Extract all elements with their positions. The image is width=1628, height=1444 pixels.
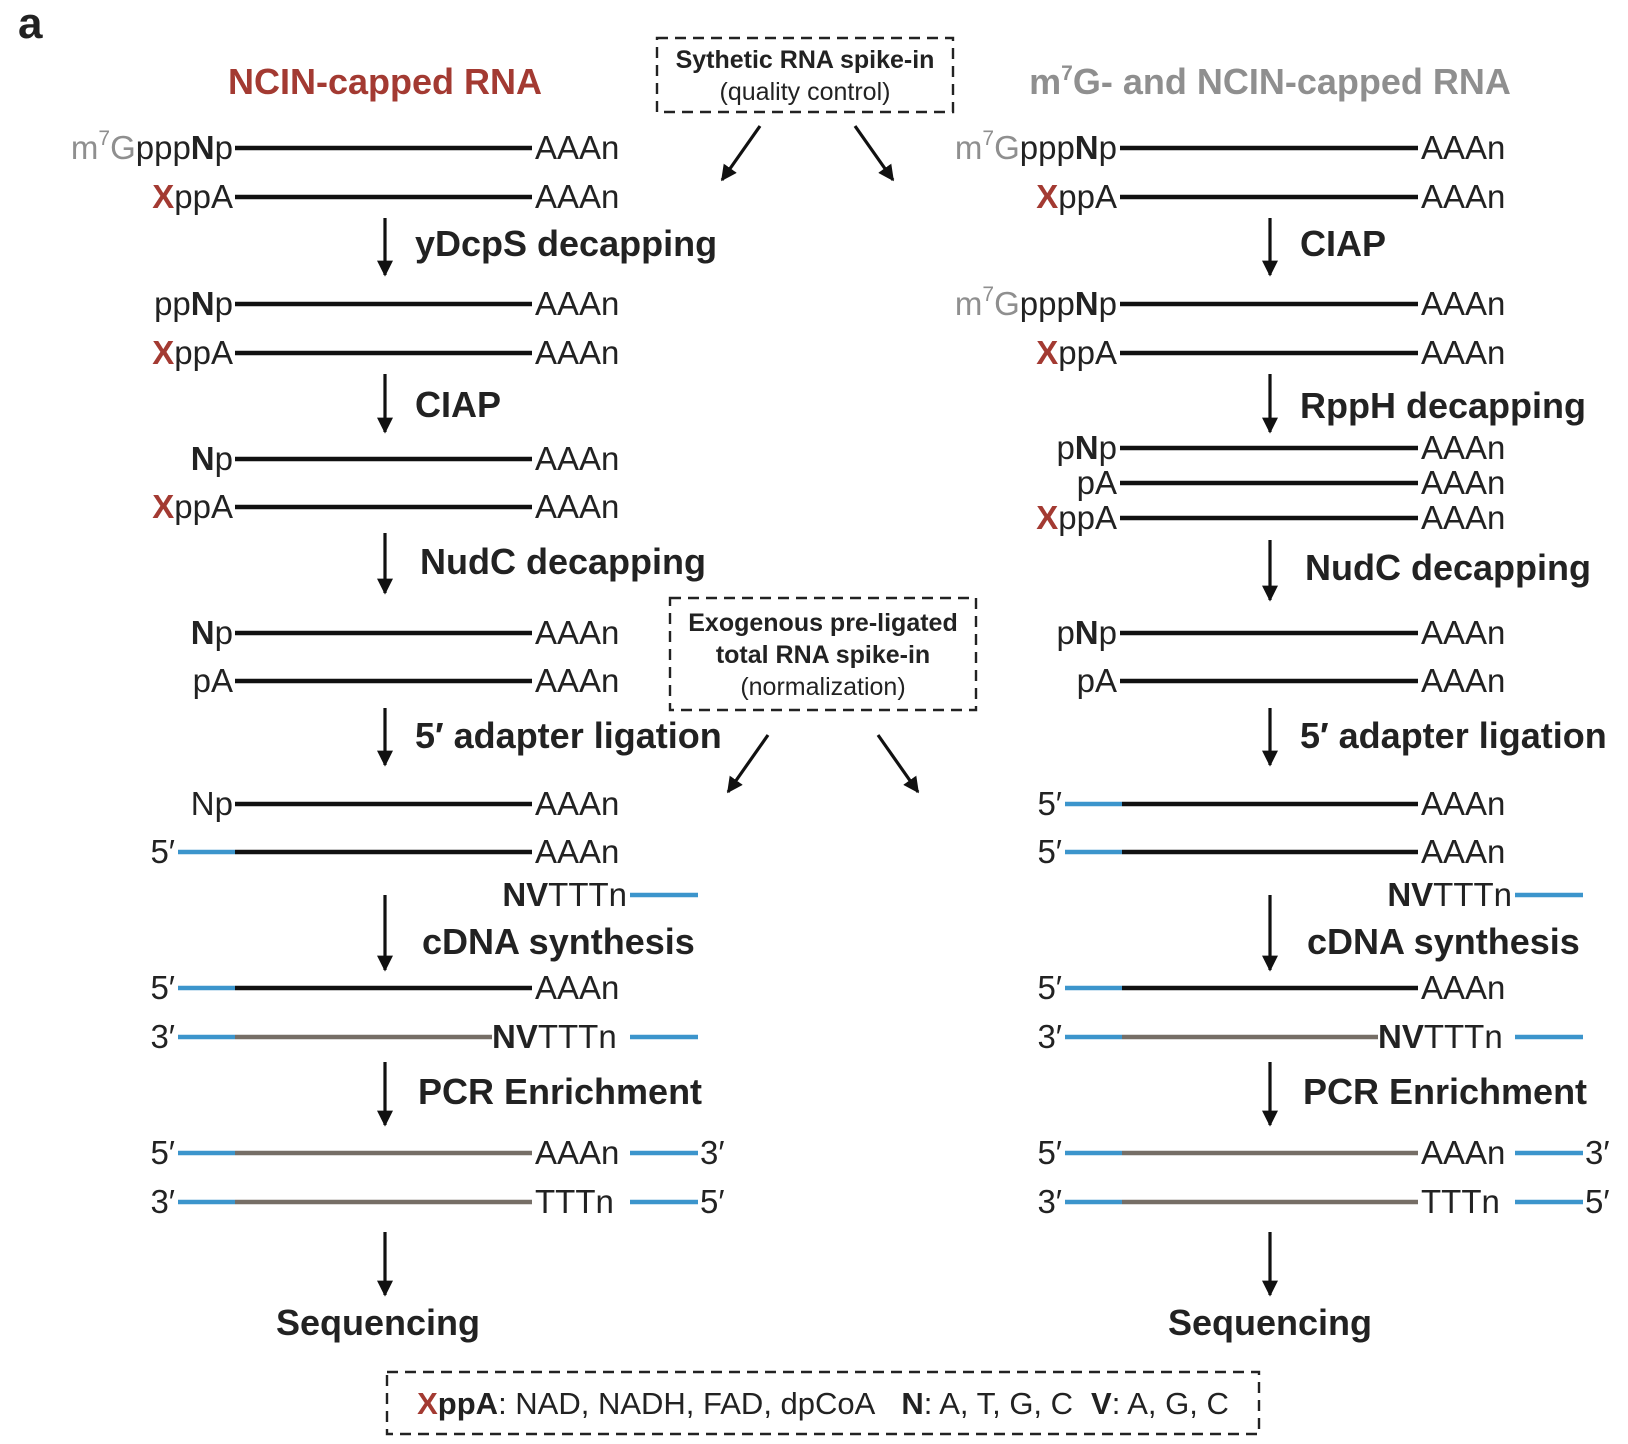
left-step-2: CIAP	[415, 384, 501, 425]
right-step-5: cDNA synthesis	[1307, 921, 1580, 962]
right-s7-three-prime-end: 3′	[1585, 1134, 1610, 1171]
left-step-5: cDNA synthesis	[422, 921, 695, 962]
right-s7-polya: AAAn	[1421, 1134, 1505, 1171]
left-s4-cap-pa: pA	[193, 662, 233, 699]
right-s2-polya-2: AAAn	[1421, 334, 1505, 371]
right-s7-three-prime: 3′	[1037, 1183, 1062, 1220]
exogenous-arrow-left	[726, 734, 770, 794]
right-s3-cap-pnp: pNp	[1056, 429, 1117, 466]
right-step-3: NudC decapping	[1305, 547, 1591, 588]
right-s5-five-prime-2: 5′	[1037, 833, 1062, 870]
right-s3-cap-xppa: XppA	[1036, 499, 1117, 536]
exogenous-spike-in-line1: Exogenous pre-ligated	[688, 609, 957, 637]
left-workflow: m7GpppNp AAAn XppA AAAn yDcpS decapping …	[71, 127, 725, 1343]
left-step-1: yDcpS decapping	[415, 223, 717, 264]
synthetic-spike-in-box: Sythetic RNA spike-in (quality control)	[655, 36, 955, 114]
left-s2-cap-ppnp: ppNp	[154, 285, 233, 322]
right-s6-polya: AAAn	[1421, 969, 1505, 1006]
right-s1-polya-1: AAAn	[1421, 129, 1505, 166]
right-s5-primer: NVTTTn	[1387, 876, 1512, 913]
left-step-4: 5′ adapter ligation	[415, 715, 722, 756]
right-step-6: PCR Enrichment	[1303, 1071, 1587, 1112]
synthetic-spike-in-subtitle: (quality control)	[720, 78, 891, 106]
right-s1-cap-xppa: XppA	[1036, 178, 1117, 215]
left-s4-cap-np: Np	[191, 614, 233, 651]
left-s5-primer: NVTTTn	[502, 876, 627, 913]
right-step-2: RppH decapping	[1300, 385, 1586, 426]
right-step-4: 5′ adapter ligation	[1300, 715, 1607, 756]
left-s3-polya-2: AAAn	[535, 488, 619, 525]
right-s3-polya-2: AAAn	[1421, 464, 1505, 501]
left-s1-cap-xppa: XppA	[152, 178, 233, 215]
left-s5-polya-1: AAAn	[535, 785, 619, 822]
exogenous-spike-in-box: Exogenous pre-ligated total RNA spike-in…	[668, 596, 978, 712]
left-s7-three-prime-end: 3′	[700, 1134, 725, 1171]
left-s3-polya-1: AAAn	[535, 440, 619, 477]
right-s6-five-prime: 5′	[1037, 969, 1062, 1006]
right-s3-cap-pa: pA	[1077, 464, 1117, 501]
right-s6-three-prime: 3′	[1037, 1018, 1062, 1055]
left-title: NCIN-capped RNA	[228, 61, 542, 102]
right-s2-cap-m7gpppnp: m7GpppNp	[955, 283, 1117, 322]
right-title: m7G- and NCIN-capped RNA	[1029, 61, 1511, 102]
left-s2-polya-2: AAAn	[535, 334, 619, 371]
right-s1-polya-2: AAAn	[1421, 178, 1505, 215]
left-s5-cap-np: Np	[191, 785, 233, 822]
left-s1-polya-2: AAAn	[535, 178, 619, 215]
left-s6-three-prime: 3′	[150, 1018, 175, 1055]
right-workflow: m7GpppNp AAAn XppA AAAn CIAP m7GpppNp AA…	[955, 127, 1610, 1343]
right-s5-five-prime-1: 5′	[1037, 785, 1062, 822]
exogenous-spike-in-line2: total RNA spike-in	[716, 641, 930, 669]
left-s3-cap-xppa: XppA	[152, 488, 233, 525]
left-s6-primer: NVTTTn	[492, 1018, 617, 1055]
right-s2-polya-1: AAAn	[1421, 285, 1505, 322]
spike-arrow-left	[720, 125, 762, 182]
right-s5-polya-2: AAAn	[1421, 833, 1505, 870]
spike-arrow-right	[853, 125, 895, 182]
right-s1-cap-m7gpppnp: m7GpppNp	[955, 127, 1117, 166]
right-s4-cap-pnp: pNp	[1056, 614, 1117, 651]
right-s7-polyt: TTTn	[1421, 1183, 1500, 1220]
left-s7-five-prime-end: 5′	[700, 1183, 725, 1220]
left-s7-three-prime: 3′	[150, 1183, 175, 1220]
left-s6-polya: AAAn	[535, 969, 619, 1006]
left-s4-polya-2: AAAn	[535, 662, 619, 699]
right-final-sequencing: Sequencing	[1168, 1302, 1372, 1343]
left-s7-polyt: TTTn	[535, 1183, 614, 1220]
panel-label: a	[18, 0, 43, 48]
left-s6-five-prime: 5′	[150, 969, 175, 1006]
right-s4-cap-pa: pA	[1077, 662, 1117, 699]
left-s5-polya-2: AAAn	[535, 833, 619, 870]
left-s3-cap-np: Np	[191, 440, 233, 477]
left-s7-five-prime: 5′	[150, 1134, 175, 1171]
left-s7-polya: AAAn	[535, 1134, 619, 1171]
right-step-1: CIAP	[1300, 223, 1386, 264]
left-s5-five-prime: 5′	[150, 833, 175, 870]
left-s4-polya-1: AAAn	[535, 614, 619, 651]
left-step-3: NudC decapping	[420, 541, 706, 582]
exogenous-arrow-right	[876, 734, 920, 794]
left-s1-cap-m7gpppnp: m7GpppNp	[71, 127, 233, 166]
left-s2-cap-xppa: XppA	[152, 334, 233, 371]
synthetic-spike-in-title: Sythetic RNA spike-in	[676, 46, 935, 74]
right-s7-five-prime: 5′	[1037, 1134, 1062, 1171]
right-s3-polya-1: AAAn	[1421, 429, 1505, 466]
right-s4-polya-1: AAAn	[1421, 614, 1505, 651]
right-s7-five-prime-end: 5′	[1585, 1183, 1610, 1220]
left-step-6: PCR Enrichment	[418, 1071, 702, 1112]
right-s4-polya-2: AAAn	[1421, 662, 1505, 699]
right-s2-cap-xppa: XppA	[1036, 334, 1117, 371]
right-s6-primer: NVTTTn	[1378, 1018, 1503, 1055]
left-s2-polya-1: AAAn	[535, 285, 619, 322]
exogenous-spike-in-line3: (normalization)	[740, 673, 905, 701]
right-s5-polya-1: AAAn	[1421, 785, 1505, 822]
left-s1-polya-1: AAAn	[535, 129, 619, 166]
left-final-sequencing: Sequencing	[276, 1302, 480, 1343]
right-s3-polya-3: AAAn	[1421, 499, 1505, 536]
